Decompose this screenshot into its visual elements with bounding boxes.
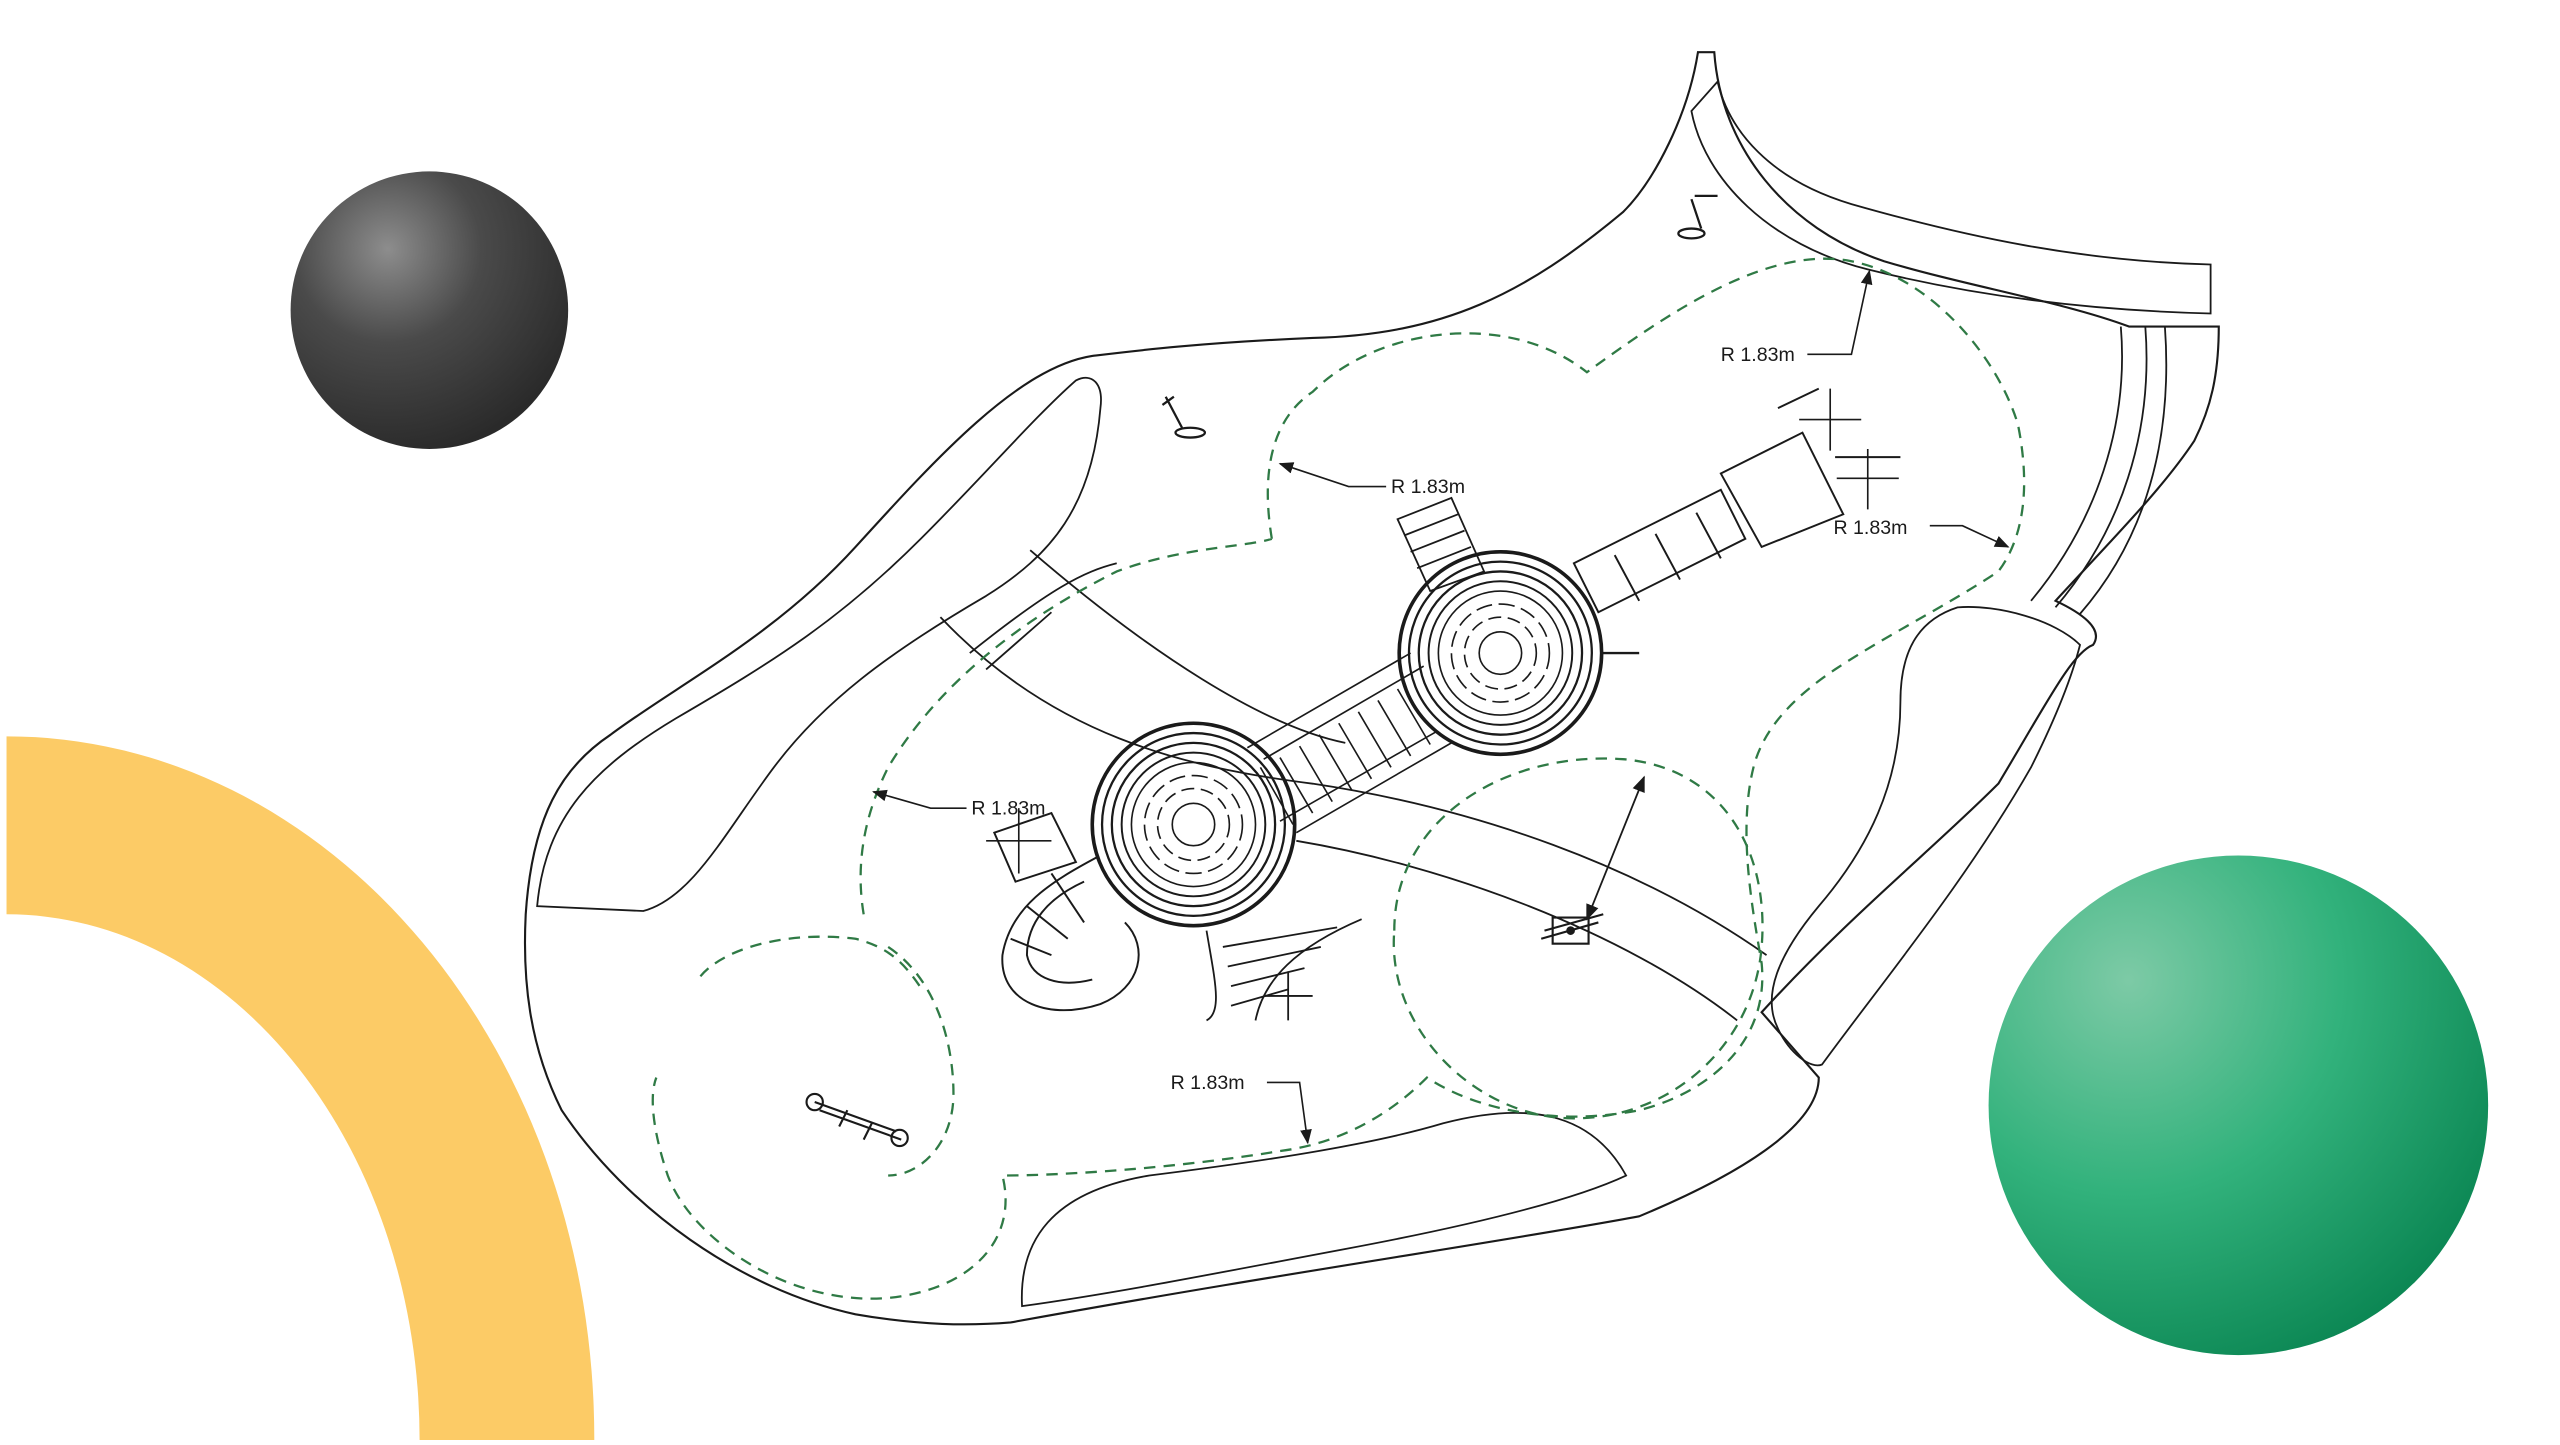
safety-zone-outline	[651, 257, 2026, 1300]
planting-bed-left	[536, 376, 1102, 912]
yellow-arc-decoration	[6, 736, 595, 1440]
net-climber-icon	[1540, 913, 1604, 945]
site-boundary	[523, 51, 2220, 1326]
tower-lower	[1090, 721, 1297, 928]
spring-rider-icon	[1677, 194, 1718, 240]
dimension-left: R 1.83m	[872, 789, 1045, 820]
stairs-upper	[1396, 496, 1486, 593]
radius-leader	[1586, 775, 1645, 921]
planting-bed-right	[1770, 606, 2081, 1067]
dimension-label: R 1.83m	[1171, 1072, 1245, 1094]
dimension-bottom: R 1.83m	[1171, 1072, 1312, 1145]
path-edge-1	[939, 616, 1768, 956]
border-strip-top	[1690, 79, 2212, 315]
path-edge-3	[969, 562, 1117, 671]
safety-zone-inner	[887, 945, 955, 1177]
dimension-label: R 1.83m	[1721, 344, 1795, 366]
dimension-upper-middle: R 1.83m	[1278, 462, 1465, 498]
tube-slide-upper	[1572, 387, 1901, 614]
dimension-label: R 1.83m	[1391, 476, 1465, 498]
path-edge-2	[1029, 549, 1738, 1022]
crosshair-markers	[986, 388, 1899, 874]
dimension-label: R 1.83m	[1833, 517, 1907, 539]
border-strip-right	[2030, 326, 2168, 615]
tower-upper	[1397, 550, 1640, 757]
spiral-slide	[992, 811, 1140, 1012]
seesaw-icon	[805, 1092, 909, 1148]
stairs-lower	[1205, 918, 1362, 1022]
dark-sphere-decoration	[290, 171, 569, 449]
dimension-top-right: R 1.83m	[1721, 269, 1873, 366]
dimension-right: R 1.83m	[1833, 517, 2010, 548]
bridge	[1246, 652, 1452, 834]
safety-zone-circle	[1392, 757, 1764, 1120]
planting-bed-bottom	[1020, 1111, 1628, 1308]
dimension-label: R 1.83m	[971, 798, 1045, 820]
spring-rider-icon	[1161, 395, 1207, 439]
green-sphere-decoration	[1988, 855, 2489, 1356]
